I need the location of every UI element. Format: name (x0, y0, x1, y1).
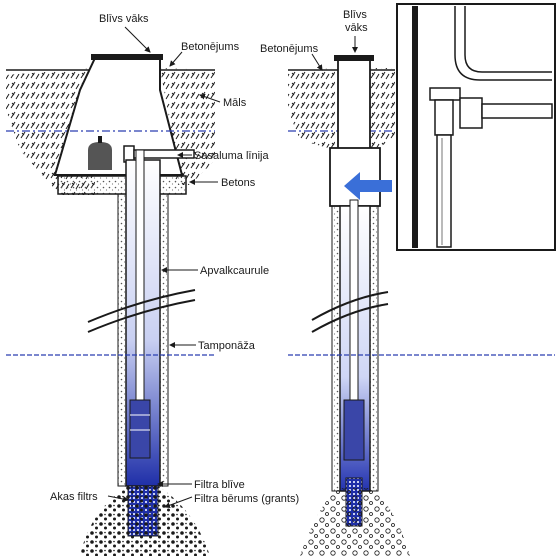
gravel-pack-right (300, 488, 410, 556)
pressure-tank (88, 142, 112, 170)
label-concrete: Betons (221, 177, 256, 189)
left-well (6, 54, 215, 556)
label-filter-seal: Filtra blīve (194, 479, 245, 491)
label-concrete-cover-left: Betonējums (181, 41, 240, 53)
sealed-lid-right (334, 55, 374, 61)
right-well (288, 55, 555, 556)
label-frost-line: Sasaluma līnija (194, 150, 269, 162)
label-casing-pipe: Apvalkcaurule (200, 265, 269, 277)
label-well-filter: Akas filtrs (50, 491, 98, 503)
sealed-lid-left (91, 54, 163, 60)
label-concrete-cover-right: Betonējums (260, 43, 319, 55)
leader-lines (107, 26, 358, 509)
label-grouting: Tamponāža (198, 340, 256, 352)
label-sealed-lid-right-1: Blīvs (343, 9, 367, 21)
label-clay: Māls (223, 97, 247, 109)
submersible-pump (129, 399, 151, 459)
casing-top-right (337, 59, 371, 161)
inset-detail (396, 3, 556, 251)
label-filter-gravel: Filtra bērums (grants) (194, 493, 299, 505)
label-sealed-lid-left: Blīvs vāks (99, 13, 149, 25)
concrete-base (57, 175, 187, 195)
soil-right (288, 68, 335, 150)
gravel-pack-left (80, 486, 210, 556)
label-sealed-lid-right-2: vāks (345, 22, 368, 34)
flow-arrow (344, 172, 392, 200)
submersible-pump-right (343, 399, 365, 461)
